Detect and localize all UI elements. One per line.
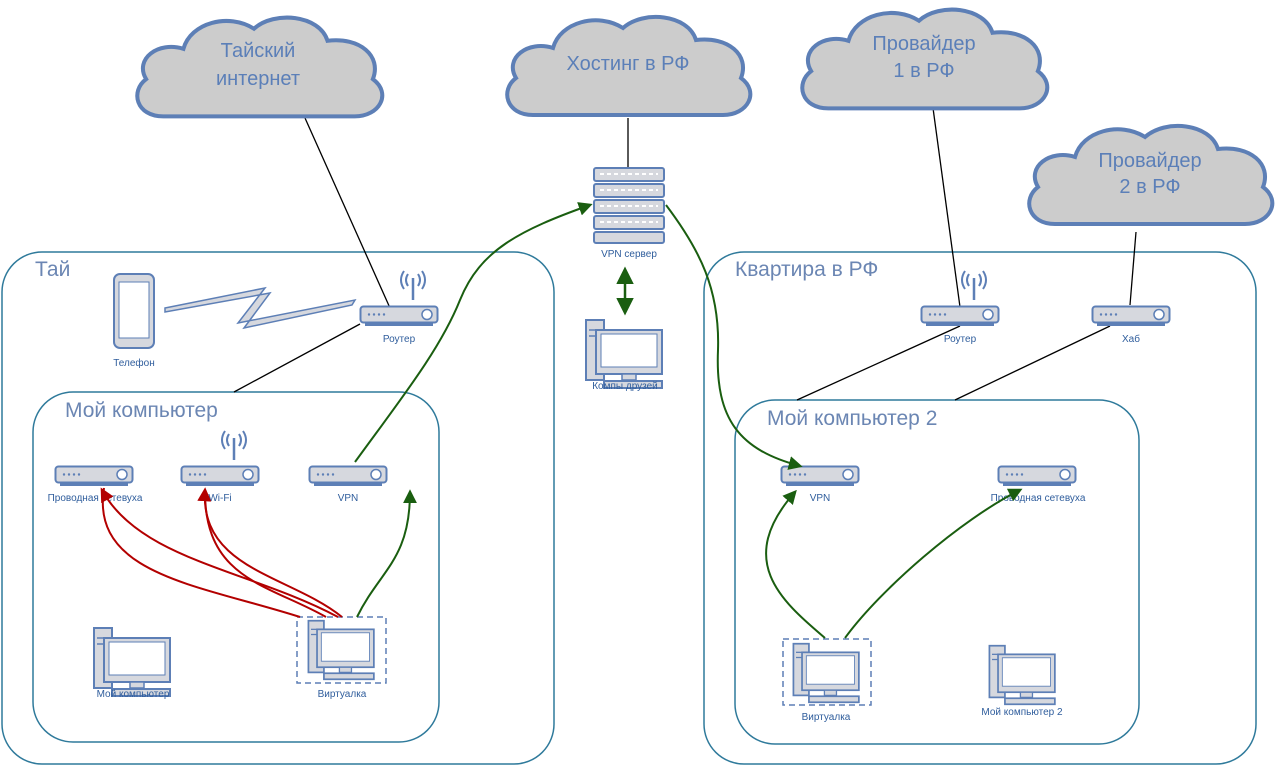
friends-pcs-label: Компы друзей — [592, 381, 658, 392]
virtual-machine-2[interactable]: Виртуалка — [782, 638, 872, 723]
wired-links — [233, 107, 1137, 401]
hub-icon — [1091, 305, 1171, 327]
svg-text:интернет: интернет — [216, 68, 300, 90]
my-pc-label: Мой компьютер — [97, 689, 170, 700]
router-icon — [359, 305, 439, 327]
vm-nic-links — [100, 487, 343, 618]
pc-icon — [988, 644, 1056, 706]
antenna-icon — [399, 269, 427, 302]
my-pc[interactable]: Мой компьютер — [93, 627, 171, 700]
phone-label: Телефон — [113, 357, 154, 369]
router-icon — [920, 305, 1000, 327]
vm2-label: Виртуалка — [802, 712, 851, 723]
vpn-adapter-2[interactable]: VPN — [780, 465, 860, 505]
group-title-my-computer-2: Мой компьютер 2 — [767, 407, 937, 430]
svg-text:Провайдер: Провайдер — [872, 33, 975, 55]
my-pc-2[interactable]: Мой компьютер 2 — [981, 644, 1063, 718]
svg-text:1 в РФ: 1 в РФ — [893, 60, 954, 82]
pc-icon — [307, 619, 375, 681]
router-thai-label: Роутер — [383, 334, 416, 345]
group-my-computer-2 — [734, 399, 1140, 745]
group-thai — [1, 251, 555, 765]
vpn-label: VPN — [338, 493, 359, 504]
vm-selection-frame — [782, 638, 872, 706]
svg-text:2 в РФ: 2 в РФ — [1119, 176, 1180, 198]
group-title-my-computer: Мой компьютер — [65, 399, 218, 422]
vpn-server[interactable]: VPN сервер — [593, 167, 665, 260]
cloud-provider-1: Провайдер 1 в РФ — [802, 10, 1047, 109]
hub[interactable]: Хаб — [1091, 305, 1171, 346]
router-rf[interactable]: Роутер — [920, 269, 1000, 345]
hub-label: Хаб — [1122, 333, 1140, 345]
pc-icon — [585, 319, 663, 389]
virtual-machine[interactable]: Виртуалка — [296, 616, 387, 700]
router-rf-label: Роутер — [944, 334, 977, 345]
wired-nic2-label: Проводная сетевуха — [991, 493, 1086, 504]
wired-nic[interactable]: Проводная сетевуха — [48, 465, 143, 505]
cloud-provider-2: Провайдер 2 в РФ — [1029, 126, 1272, 224]
svg-text:Тайский: Тайский — [221, 40, 296, 62]
group-apartment — [703, 251, 1257, 765]
wired-nic-label: Проводная сетевуха — [48, 493, 143, 504]
friends-pcs[interactable]: Компы друзей — [585, 319, 663, 392]
vpn-tunnel-links — [354, 202, 1023, 639]
wireless-link-icon — [164, 286, 357, 330]
network-card-icon — [308, 465, 388, 487]
network-card-icon — [54, 465, 134, 487]
group-my-computer — [32, 391, 440, 743]
antenna-icon — [220, 429, 248, 462]
vpn2-label: VPN — [810, 493, 831, 504]
vpn-adapter[interactable]: VPN — [308, 465, 388, 505]
wifi-card-icon — [180, 465, 260, 487]
svg-text:Хостинг в РФ: Хостинг в РФ — [567, 53, 690, 75]
cloud-thai-internet: Тайский интернет — [137, 18, 382, 117]
network-card-icon — [780, 465, 860, 487]
wifi-adapter[interactable]: Wi-Fi — [180, 429, 260, 504]
wifi-label: Wi-Fi — [208, 493, 231, 504]
pc-icon — [93, 627, 171, 697]
svg-text:Провайдер: Провайдер — [1098, 150, 1201, 172]
vpn-server-label: VPN сервер — [601, 249, 657, 260]
vm-label: Виртуалка — [318, 689, 367, 700]
group-title-thai: Тай — [35, 258, 70, 281]
router-thai[interactable]: Роутер — [359, 269, 439, 345]
network-card-icon — [997, 465, 1077, 487]
wired-nic-2[interactable]: Проводная сетевуха — [991, 465, 1086, 505]
group-title-apartment: Квартира в РФ — [735, 258, 878, 281]
my-pc2-label: Мой компьютер 2 — [981, 707, 1063, 718]
phone[interactable]: Телефон — [113, 273, 155, 369]
pc-icon — [792, 642, 860, 704]
antenna-icon — [960, 269, 988, 302]
cloud-hosting: Хостинг в РФ — [505, 14, 753, 118]
